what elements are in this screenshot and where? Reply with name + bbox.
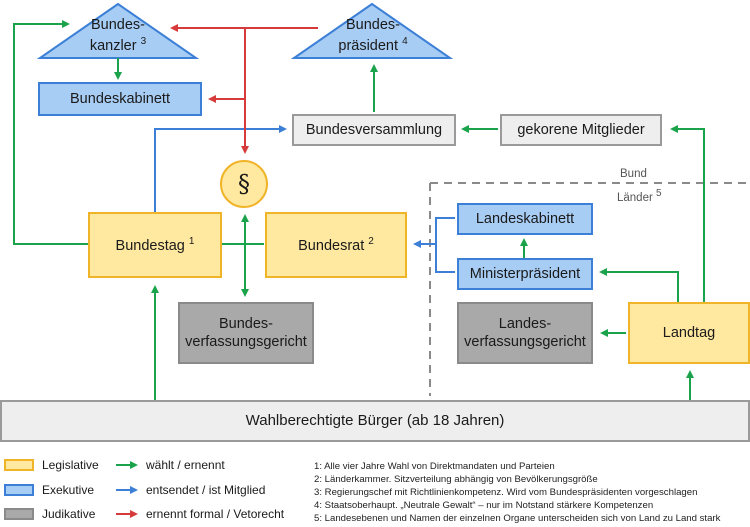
legend-swatch-exekutive xyxy=(4,484,34,496)
bundesversammlung-label: Bundesversammlung xyxy=(305,121,443,138)
legend-swatch-judikative xyxy=(4,508,34,520)
divider-laender-label: Länder 5 xyxy=(617,188,662,204)
bundesverfassungsgericht-box: Bundes- verfassungsgericht xyxy=(178,302,314,364)
bundeskanzler-label: Bundes- kanzler 3 xyxy=(89,17,147,54)
ministerpraesident-box: Ministerpräsident xyxy=(457,258,593,290)
footnote-5: 5: Landesebenen und Namen der einzelnen … xyxy=(314,513,721,524)
arrow-bundestag-versammlung xyxy=(154,125,287,212)
legend-waehlt: wählt / ernennt xyxy=(146,458,225,472)
legend-swatch-legislative xyxy=(4,459,34,471)
bund-laender-divider xyxy=(429,182,750,396)
footnote-4: 4: Staatsoberhaupt. „Neutrale Gewalt“ – … xyxy=(314,500,654,511)
footnote-2: 2: Länderkammer. Sitzverteilung abhängig… xyxy=(314,474,598,485)
legend-exekutive: Exekutive xyxy=(42,483,95,497)
bundesverfassungsgericht-label: Bundes- verfassungsgericht xyxy=(185,315,307,350)
buerger-label: Wahlberechtigte Bürger (ab 18 Jahren) xyxy=(245,411,505,429)
arrow-bundestag-kanzler xyxy=(13,20,88,245)
landeskabinett-label: Landeskabinett xyxy=(475,210,575,227)
legend-judikative: Judikative xyxy=(42,507,96,521)
arrow-landtag-gekorene xyxy=(670,125,705,302)
bundespraesident-label: Bundes- präsident 4 xyxy=(338,17,408,54)
bundesrat-label: Bundesrat 2 xyxy=(298,235,374,254)
bundeskabinett-label: Bundeskabinett xyxy=(70,90,170,107)
footnote-3: 3: Regierungschef mit Richtlinienkompete… xyxy=(314,487,698,498)
bundeskabinett-box: Bundeskabinett xyxy=(38,82,202,116)
landtag-box: Landtag xyxy=(628,302,750,364)
gekorene-mitglieder-box: gekorene Mitglieder xyxy=(500,114,662,146)
legend-legislative: Legislative xyxy=(42,458,99,472)
landeskabinett-box: Landeskabinett xyxy=(457,203,593,235)
landesverfassungsgericht-label: Landes- verfassungsgericht xyxy=(464,315,586,350)
bundestag-label: Bundestag 1 xyxy=(115,235,195,254)
arrow-land-bundesrat xyxy=(415,217,455,273)
paragraph-symbol: § xyxy=(220,160,268,208)
legend-ernennt-formal: ernennt formal / Vetorecht xyxy=(146,507,285,521)
ministerpraesident-label: Ministerpräsident xyxy=(469,265,581,282)
bundesrat-box: Bundesrat 2 xyxy=(265,212,407,278)
arrow-landtag-mp xyxy=(599,268,679,302)
legend-entsendet: entsendet / ist Mitglied xyxy=(146,483,266,497)
bundestag-box: Bundestag 1 xyxy=(88,212,222,278)
landesverfassungsgericht-box: Landes- verfassungsgericht xyxy=(457,302,593,364)
landtag-label: Landtag xyxy=(662,324,716,341)
gekorene-mitglieder-label: gekorene Mitglieder xyxy=(517,121,645,138)
bundespraesident-triangle xyxy=(290,2,454,59)
divider-bund-label: Bund xyxy=(620,168,647,180)
bundesversammlung-box: Bundesversammlung xyxy=(292,114,456,146)
buerger-box: Wahlberechtigte Bürger (ab 18 Jahren) xyxy=(0,400,750,442)
footnote-1: 1: Alle vier Jahre Wahl von Direktmandat… xyxy=(314,461,555,472)
